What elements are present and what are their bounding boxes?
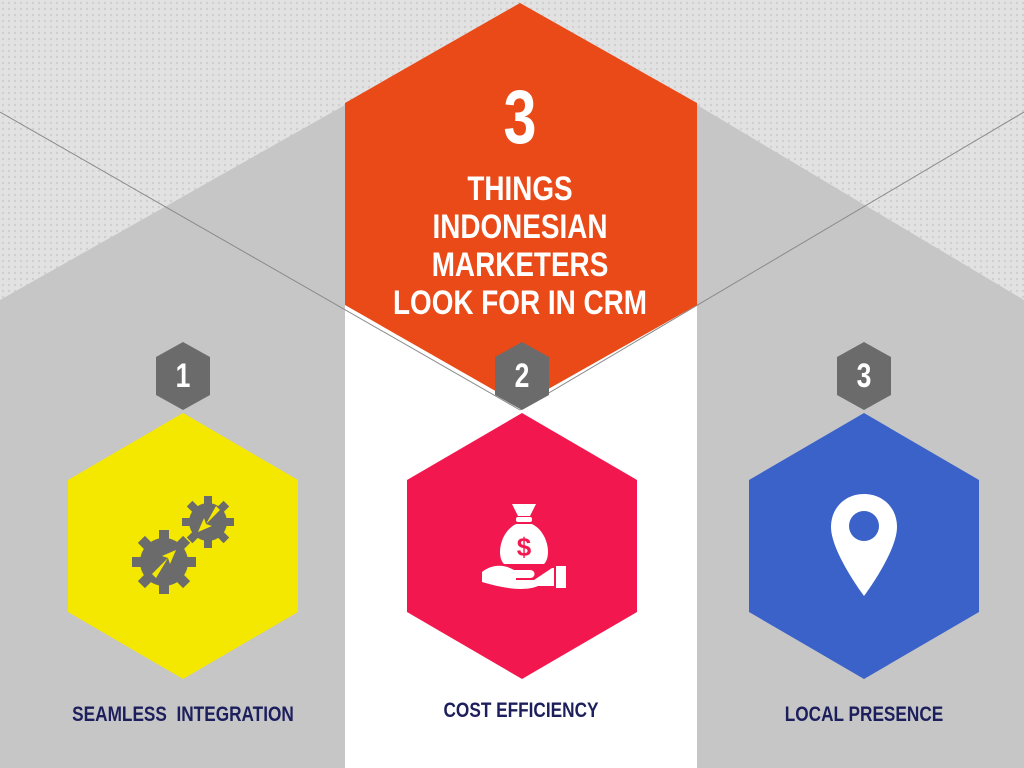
diagonal-line-left bbox=[0, 111, 521, 411]
header-number: 3 bbox=[503, 75, 537, 160]
item-label-3: LOCAL PRESENCE bbox=[784, 703, 944, 726]
header-title: THINGS INDONESIAN MARKETERS LOOK FOR IN … bbox=[392, 170, 647, 322]
badge-hexagon-1 bbox=[156, 342, 210, 410]
badge-number-1: 1 bbox=[175, 357, 191, 395]
item-label-2: COST EFFICIENCY bbox=[443, 699, 599, 722]
gears-icon bbox=[132, 496, 234, 594]
badge-number-2: 2 bbox=[514, 357, 530, 395]
badge-hexagon-3 bbox=[837, 342, 891, 410]
svg-text:$: $ bbox=[517, 532, 532, 562]
money-bag-hand-icon: $ bbox=[482, 504, 566, 589]
diagonal-line-right bbox=[519, 111, 1024, 411]
header-hexagon bbox=[345, 3, 697, 405]
badge-hexagon-2 bbox=[495, 342, 549, 410]
item-label-1: SEAMLESS INTEGRATION bbox=[72, 703, 294, 726]
badge-number-3: 3 bbox=[856, 357, 872, 395]
location-pin-icon bbox=[831, 494, 897, 596]
